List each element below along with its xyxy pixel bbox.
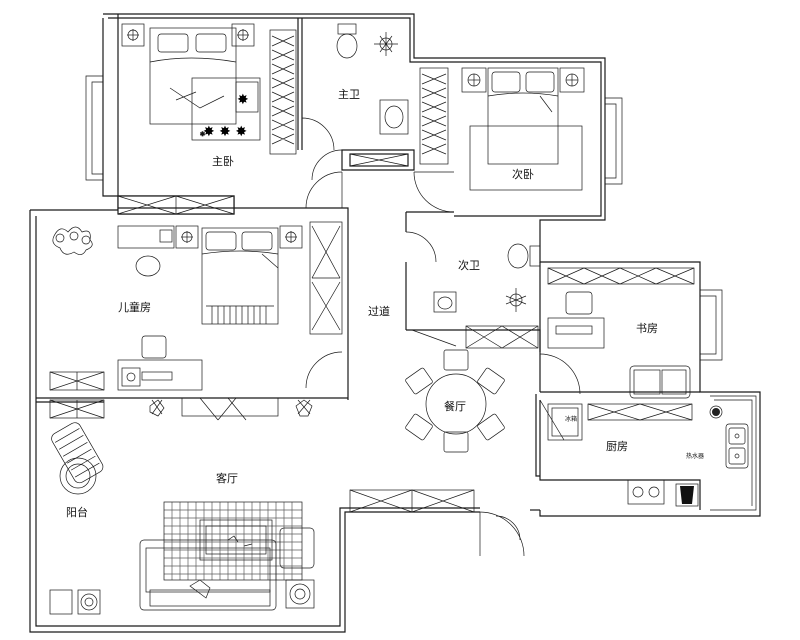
kitchen bbox=[539, 399, 723, 507]
label-master-bath: 主卫 bbox=[338, 88, 360, 101]
label-second-bedroom: 次卧 bbox=[512, 167, 534, 181]
svg-text:✱: ✱ bbox=[200, 131, 205, 138]
label-kitchen: 厨房 bbox=[606, 440, 628, 453]
children-room bbox=[49, 221, 343, 419]
kitchen-balcony bbox=[710, 395, 757, 511]
master-bath bbox=[311, 23, 409, 181]
bay-windows bbox=[85, 75, 723, 361]
label-fridge: 冰箱 bbox=[565, 415, 577, 423]
master-bedroom: ✱ ✸ ✸ ✸ ✸ bbox=[121, 23, 335, 155]
corridor-doors bbox=[305, 171, 455, 389]
label-study: 书房 bbox=[636, 322, 658, 335]
label-second-bath: 次卫 bbox=[458, 258, 480, 272]
label-children-room: 儿童房 bbox=[118, 300, 151, 314]
svg-text:✸: ✸ bbox=[237, 92, 249, 108]
svg-text:✸ ✸ ✸: ✸ ✸ ✸ bbox=[203, 124, 247, 140]
label-living: 客厅 bbox=[216, 471, 238, 485]
balcony bbox=[49, 422, 104, 615]
interior-walls bbox=[36, 18, 701, 511]
label-balcony: 阳台 bbox=[66, 505, 88, 519]
label-heater: 热水器 bbox=[686, 452, 704, 460]
dining bbox=[405, 349, 505, 453]
label-dining: 餐厅 bbox=[444, 399, 466, 413]
second-bedroom bbox=[414, 67, 585, 191]
second-bath bbox=[411, 243, 541, 349]
living-room bbox=[139, 397, 525, 611]
label-master-bedroom: 主卧 bbox=[212, 155, 234, 168]
study bbox=[539, 267, 695, 399]
label-corridor: 过道 bbox=[368, 304, 390, 318]
room-labels: 主卧 主卫 次卧 儿童房 过道 次卫 书房 餐厅 客厅 阳台 厨房 冰箱 热水器 bbox=[66, 88, 704, 519]
